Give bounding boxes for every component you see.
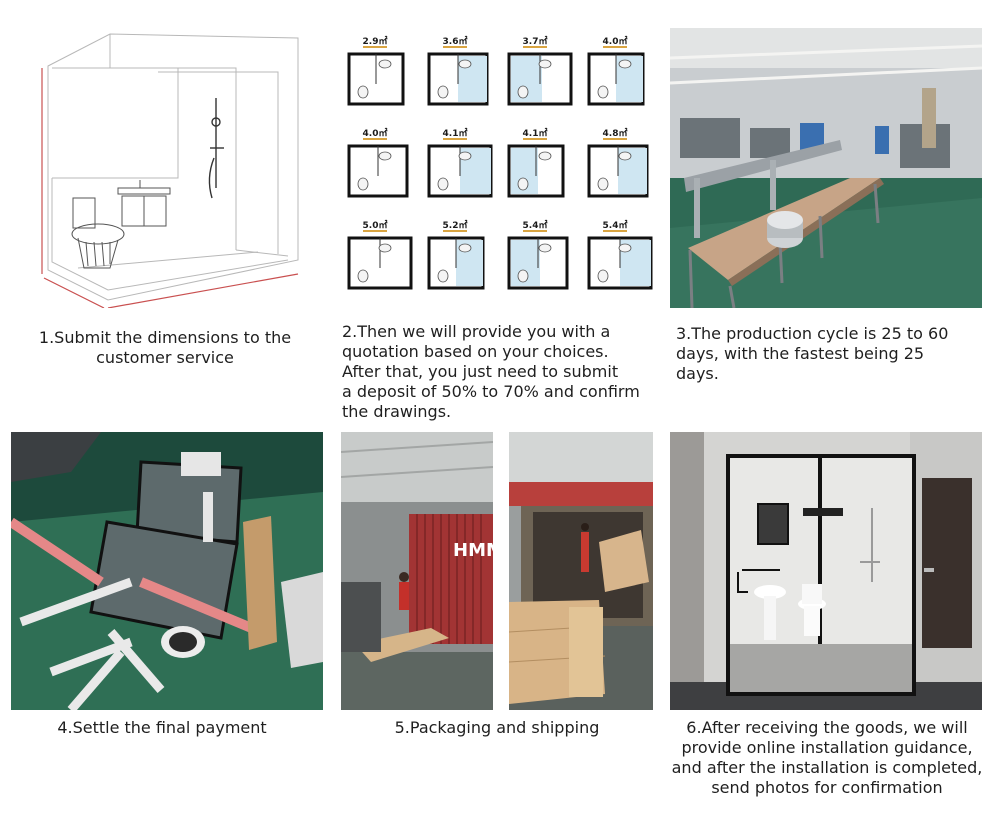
floorplan-thumbnail: 5.2㎡	[427, 219, 485, 290]
floorplan-thumbnail: 5.0㎡	[347, 219, 413, 290]
caption-line: days.	[676, 364, 719, 383]
step-3-caption: 3.The production cycle is 25 to 60 days,…	[676, 324, 986, 384]
floorplan-thumbnail: 3.7㎡	[507, 35, 573, 106]
floorplan-area-label: 5.2㎡	[443, 219, 468, 231]
bathroom-pod-sketch	[28, 28, 308, 308]
caption-line: After that, you just need to submit	[342, 362, 619, 381]
caption-line: quotation based on your choices.	[342, 342, 609, 361]
floorplan-grid: 2.9㎡ 3.6㎡ 3.7㎡ 4.0㎡ 4.0㎡ 4.1㎡ 4.1㎡ 4.8㎡ 5.0㎡ 5.2㎡…	[335, 30, 655, 312]
factory-photo	[670, 28, 982, 308]
floorplan-thumbnail: 5.4㎡	[507, 219, 569, 290]
installed-bathroom-photo	[670, 432, 982, 710]
floorplan-area-label: 4.0㎡	[603, 35, 628, 47]
floorplan-area-label: 5.4㎡	[603, 219, 628, 231]
step-1-caption: 1.Submit the dimensions to the customer …	[38, 328, 292, 367]
floorplan-area-label: 4.0㎡	[363, 127, 388, 139]
floorplan-thumbnail: 4.1㎡	[427, 127, 493, 198]
caption-line: and after the installation is completed,	[671, 758, 983, 777]
container-packing-photo	[509, 432, 653, 710]
floorplan-thumbnail: 3.6㎡	[427, 35, 489, 106]
floorplan-thumbnail: 4.1㎡	[507, 127, 565, 198]
step-5-caption: 5.Packaging and shipping	[394, 718, 600, 737]
loading-container-photo: HMM	[341, 432, 493, 710]
components-pile-photo	[11, 432, 323, 710]
floorplan-area-label: 5.0㎡	[363, 219, 388, 231]
floorplan-area-label: 4.1㎡	[523, 127, 548, 139]
floorplan-thumbnail: 5.4㎡	[587, 219, 653, 290]
caption-line: 3.The production cycle is 25 to 60	[676, 324, 949, 343]
floorplan-thumbnail: 4.0㎡	[347, 127, 409, 198]
step-4-caption: 4.Settle the final payment	[57, 718, 267, 737]
caption-line: the drawings.	[342, 402, 452, 421]
floorplan-area-label: 4.1㎡	[443, 127, 468, 139]
floorplan-area-label: 3.6㎡	[443, 35, 468, 47]
floorplan-area-label: 4.8㎡	[603, 127, 628, 139]
caption-line: send photos for confirmation	[711, 778, 943, 797]
caption-line: provide online installation guidance,	[681, 738, 973, 757]
floorplan-area-label: 3.7㎡	[523, 35, 548, 47]
caption-line: 6.After receiving the goods, we will	[686, 718, 968, 737]
floorplan-thumbnail: 4.8㎡	[587, 127, 649, 198]
caption-line: a deposit of 50% to 70% and confirm	[342, 382, 640, 401]
floorplan-area-label: 5.4㎡	[523, 219, 548, 231]
step-6-caption: 6.After receiving the goods, we will pro…	[666, 718, 988, 798]
caption-line: days, with the fastest being 25	[676, 344, 925, 363]
step-2-caption: 2.Then we will provide you with a quotat…	[342, 322, 662, 422]
floorplan-area-label: 2.9㎡	[363, 35, 388, 47]
floorplan-thumbnail: 4.0㎡	[587, 35, 645, 106]
floorplan-thumbnail: 2.9㎡	[347, 35, 405, 106]
caption-line: 2.Then we will provide you with a	[342, 322, 611, 341]
container-text: HMM	[453, 540, 493, 561]
